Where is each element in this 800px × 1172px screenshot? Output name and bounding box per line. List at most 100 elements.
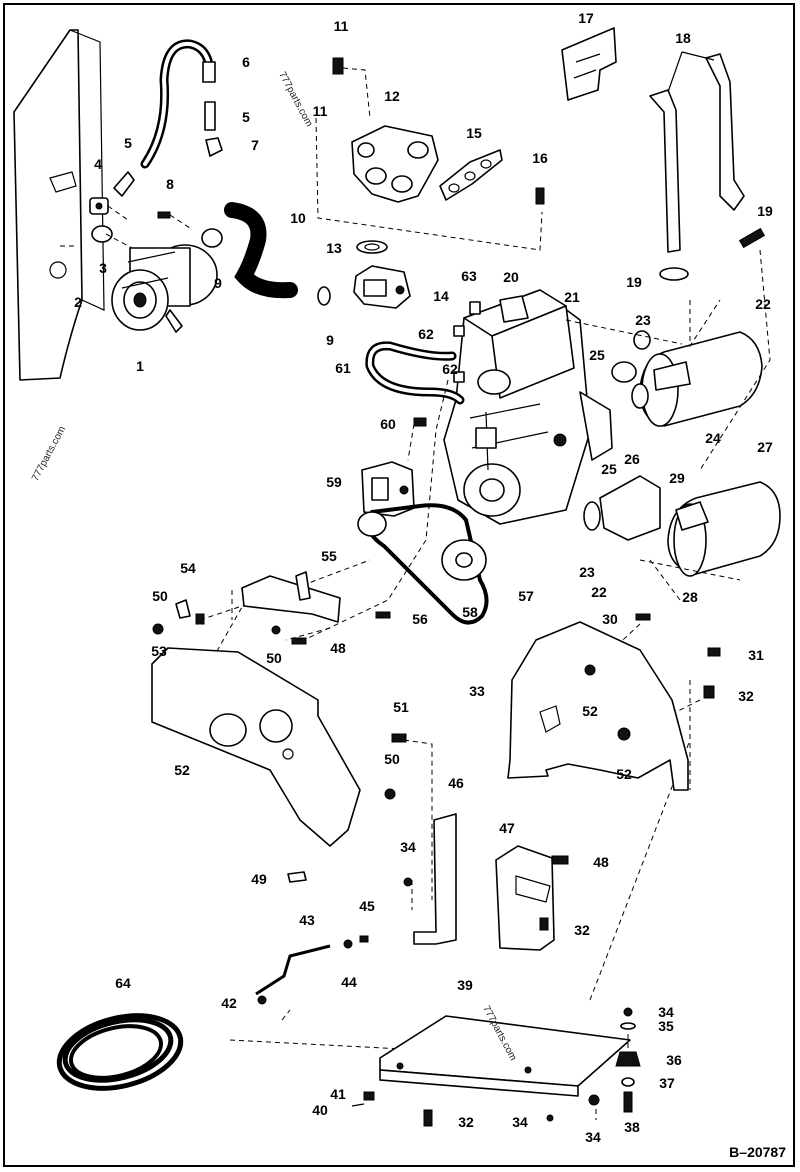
callout-6: 6 [242,54,250,70]
callout-52: 52 [174,762,190,778]
callout-15: 15 [466,125,482,141]
callout-33: 33 [469,683,485,699]
callout-16: 16 [532,150,548,166]
callout-49: 49 [251,871,267,887]
callout-47: 47 [499,820,515,836]
callout-62: 62 [442,361,458,377]
callout-23: 23 [579,564,595,580]
callout-10: 10 [290,210,306,226]
callout-46: 46 [448,775,464,791]
callout-45: 45 [359,898,375,914]
callout-35: 35 [658,1018,674,1034]
callout-5: 5 [242,109,250,125]
callout-23: 23 [635,312,651,328]
base-plate [379,1015,631,1127]
callout-25: 25 [589,347,605,363]
callout-62: 62 [418,326,434,342]
callout-37: 37 [659,1075,675,1091]
callout-11: 11 [312,103,328,119]
callout-50: 50 [384,751,400,767]
belt-guard [151,647,396,883]
callout-12: 12 [384,88,400,104]
callout-34: 34 [400,839,416,855]
callout-2: 2 [74,294,82,310]
callout-19: 19 [626,274,642,290]
callout-38: 38 [624,1119,640,1135]
callout-42: 42 [221,995,237,1011]
callout-64: 64 [115,975,131,991]
drive-belt [357,503,489,625]
callout-39: 39 [457,977,473,993]
callout-24: 24 [705,430,721,446]
callout-52: 52 [616,766,632,782]
callout-52: 52 [582,703,598,719]
callout-36: 36 [666,1052,682,1068]
callout-21: 21 [564,289,580,305]
callout-27: 27 [757,439,773,455]
callout-9: 9 [214,275,222,291]
callout-44: 44 [341,974,357,990]
callout-8: 8 [166,176,174,192]
callout-34: 34 [585,1129,601,1145]
callout-4: 4 [94,156,102,172]
callout-61: 61 [335,360,351,376]
callout-53: 53 [151,643,167,659]
support-bracket-47 [495,845,569,951]
callout-50: 50 [266,650,282,666]
figure-id: B–20787 [729,1144,786,1160]
callout-20: 20 [503,269,519,285]
callout-55: 55 [321,548,337,564]
callout-26: 26 [624,451,640,467]
callout-34: 34 [658,1004,674,1020]
callout-41: 41 [330,1086,346,1102]
callout-56: 56 [412,611,428,627]
callout-32: 32 [574,922,590,938]
callout-19: 19 [757,203,773,219]
crankcase-hose [113,39,223,197]
callout-34: 34 [512,1114,528,1130]
callout-5: 5 [124,135,132,151]
callout-59: 59 [326,474,342,490]
support-bracket-46 [391,733,457,945]
callout-11: 11 [333,18,349,34]
muffler-upper [611,330,763,427]
callout-1: 1 [136,358,144,374]
fuel-pump [361,417,427,517]
callout-57: 57 [518,588,534,604]
side-panel [13,29,105,381]
callout-50: 50 [152,588,168,604]
intake-hose [201,202,331,306]
callout-63: 63 [461,268,477,284]
callout-28: 28 [682,589,698,605]
fuel-line-43 [255,935,369,1005]
callout-31: 31 [748,647,764,663]
callout-22: 22 [591,584,607,600]
isolator-mount [351,1007,641,1113]
flywheel-shield [507,613,721,791]
callout-3: 3 [99,260,107,276]
exhaust-shield [561,27,617,101]
callout-40: 40 [312,1102,328,1118]
mounting-bracket-55 [152,571,341,645]
callout-9: 9 [326,332,334,348]
engine-block [443,289,613,525]
diagram-frame [3,3,795,1167]
air-cleaner [111,244,218,333]
fuel-line [365,301,481,405]
callout-13: 13 [326,240,342,256]
callout-54: 54 [180,560,196,576]
callout-51: 51 [393,699,409,715]
callout-32: 32 [738,688,754,704]
callout-43: 43 [299,912,315,928]
callout-48: 48 [593,854,609,870]
callout-25: 25 [601,461,617,477]
air-cleaner-fasteners [60,197,191,249]
callout-18: 18 [675,30,691,46]
callout-17: 17 [578,10,594,26]
callout-7: 7 [251,137,259,153]
muffler-lower [583,475,781,577]
callout-29: 29 [669,470,685,486]
callout-14: 14 [433,288,449,304]
